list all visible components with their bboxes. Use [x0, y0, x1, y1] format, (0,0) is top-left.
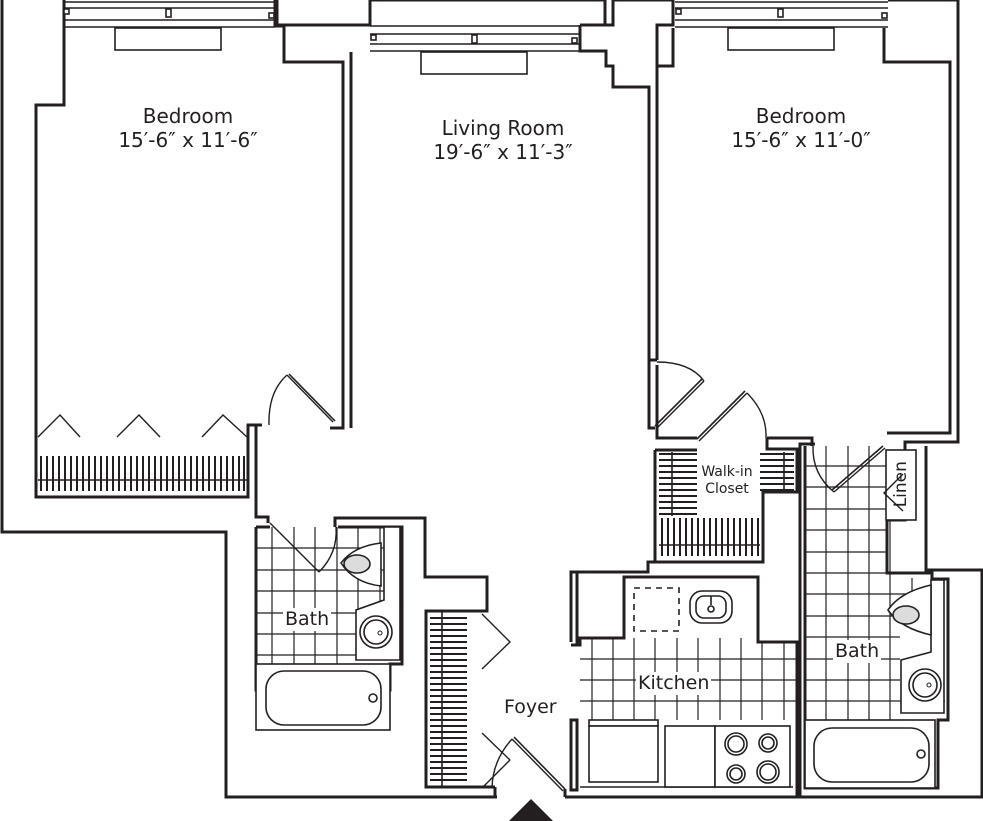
room-dimensions: 15′-6″ x 11′-0″	[731, 128, 871, 152]
room-name: Living Room	[441, 116, 565, 140]
room-name: Bedroom	[755, 104, 847, 128]
bedroom-2-door[interactable]	[654, 361, 705, 429]
walk-in-closet-rod-hangers	[659, 453, 794, 556]
closet-label-line1: Walk-in	[701, 464, 753, 480]
kitchen	[569, 560, 799, 797]
room-dimensions: 19′-6″ x 11′-3″	[433, 140, 573, 164]
room-label-bedroom-1: Bedroom 15′-6″ x 11′-6″	[108, 104, 268, 152]
room-label-linen: Linen	[890, 461, 911, 508]
bedroom-1-door[interactable]	[268, 373, 336, 426]
room-label-foyer: Foyer	[504, 696, 557, 718]
room-label-bath-2: Bath	[833, 640, 882, 663]
room-label-bath-1: Bath	[283, 608, 332, 631]
walk-in-closet	[653, 438, 799, 564]
closet-label-line2: Closet	[705, 480, 749, 497]
bedroom-1-closet	[36, 413, 250, 499]
walk-in-closet-door[interactable]	[696, 390, 767, 442]
room-label-kitchen: Kitchen	[636, 672, 712, 695]
entry-door[interactable]	[480, 732, 567, 799]
room-name: Bedroom	[142, 104, 234, 128]
entry-arrow-icon	[509, 799, 553, 821]
bath-2	[803, 445, 950, 790]
room-label-living-room: Living Room 19′-6″ x 11′-3″	[418, 116, 588, 164]
foyer-closet-rod-hangers	[430, 617, 467, 781]
room-dimensions: 15′-6″ x 11′-6″	[118, 128, 258, 152]
kitchen-tile-grid	[580, 638, 797, 720]
bath-1-tile-grid	[256, 527, 400, 664]
walls	[0, 0, 983, 799]
bath-1	[254, 522, 404, 731]
room-label-walk-in-closet: Walk-in Closet	[698, 464, 756, 498]
room-label-bedroom-2: Bedroom 15′-6″ x 11′-0″	[721, 104, 881, 152]
closet-rod-hangers	[40, 456, 245, 491]
foyer-closet	[424, 611, 511, 787]
